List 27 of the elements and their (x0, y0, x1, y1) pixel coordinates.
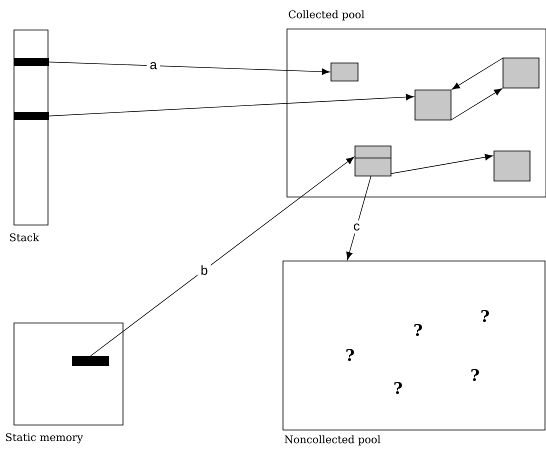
object-box (330, 62, 358, 82)
region-label: Noncollected pool (284, 435, 380, 446)
object-box (414, 90, 452, 120)
region-label: Static memory (6, 433, 84, 444)
arrow (450, 88, 502, 120)
pointer-bar (14, 112, 49, 120)
object-box (354, 146, 392, 176)
arrow (48, 62, 330, 75)
region-label: Collected pool (288, 10, 364, 20)
arrow (48, 94, 414, 116)
edge-label: c (350, 220, 363, 234)
arrow (390, 154, 493, 174)
edge-label: b (198, 262, 211, 278)
question-mark: ? (394, 382, 402, 394)
question-mark: ? (414, 324, 422, 336)
question-mark: ? (481, 310, 489, 322)
question-mark: ? (471, 368, 479, 382)
pointer-bar (14, 58, 49, 66)
region-label: Stack (10, 233, 40, 242)
pointer-bar (72, 356, 109, 366)
object-box (502, 58, 540, 88)
object-box (494, 150, 530, 182)
question-mark: ? (346, 348, 354, 362)
edge-label: a (146, 59, 160, 72)
arrow (90, 156, 354, 356)
arrow (452, 58, 504, 90)
arrow (346, 176, 372, 260)
